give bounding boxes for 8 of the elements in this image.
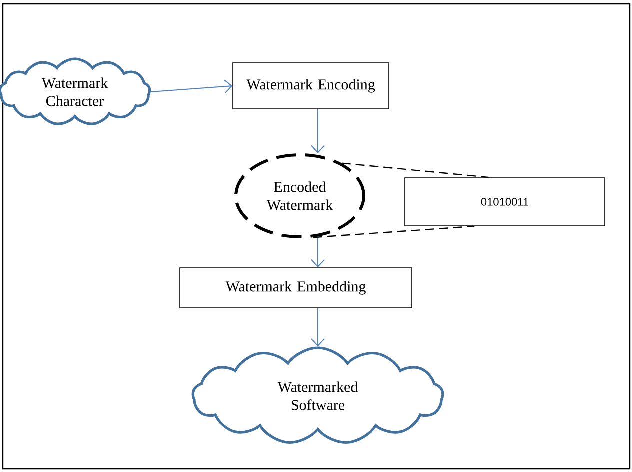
process-box: 01010011 <box>404 178 606 226</box>
process-box: Watermark Embedding <box>180 268 412 308</box>
arrow <box>150 80 233 94</box>
arrow <box>311 108 325 154</box>
arrow <box>311 238 325 268</box>
process-box: Watermark Encoding <box>232 62 390 110</box>
arrow <box>311 308 325 347</box>
zoom-lines <box>312 162 490 238</box>
